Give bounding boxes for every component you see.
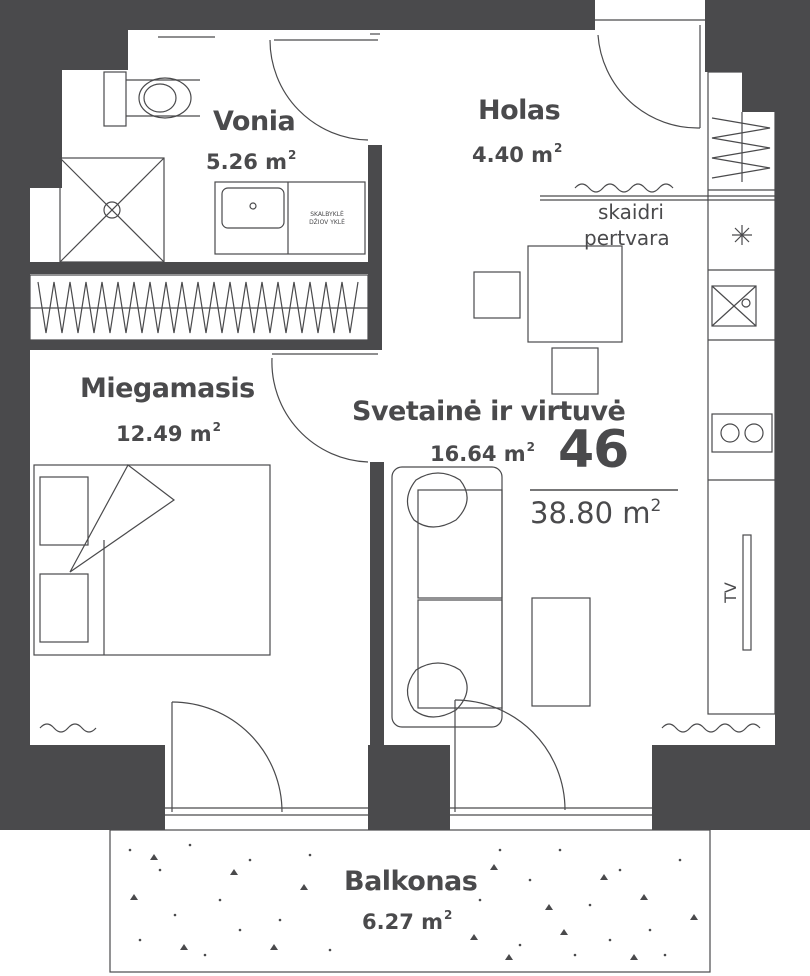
room-name-vonia: Vonia bbox=[213, 106, 296, 137]
room-name-balkonas: Balkonas bbox=[344, 866, 478, 897]
room-name-holas: Holas bbox=[478, 95, 561, 126]
room-name-miegamasis: Miegamasis bbox=[80, 373, 255, 404]
room-area-svetaine: 16.64 m2 bbox=[430, 440, 535, 466]
room-area-vonia: 5.26 m2 bbox=[206, 148, 297, 174]
fixtures bbox=[29, 19, 776, 973]
apartment-number: 46 bbox=[558, 420, 629, 480]
apartment-total-area: 38.80 m2 bbox=[530, 496, 662, 530]
tv-label: TV bbox=[720, 582, 740, 603]
room-area-holas: 4.40 m2 bbox=[472, 141, 563, 167]
partition-label-1: skaidri bbox=[598, 200, 664, 224]
room-area-miegamasis: 12.49 m2 bbox=[116, 420, 221, 446]
walls bbox=[0, 0, 810, 830]
balcony-texture bbox=[128, 843, 698, 960]
partition-label-2: pertvara bbox=[584, 226, 670, 250]
room-name-svetaine: Svetainė ir virtuvė bbox=[352, 396, 626, 427]
room-area-balkonas: 6.27 m2 bbox=[362, 908, 453, 934]
